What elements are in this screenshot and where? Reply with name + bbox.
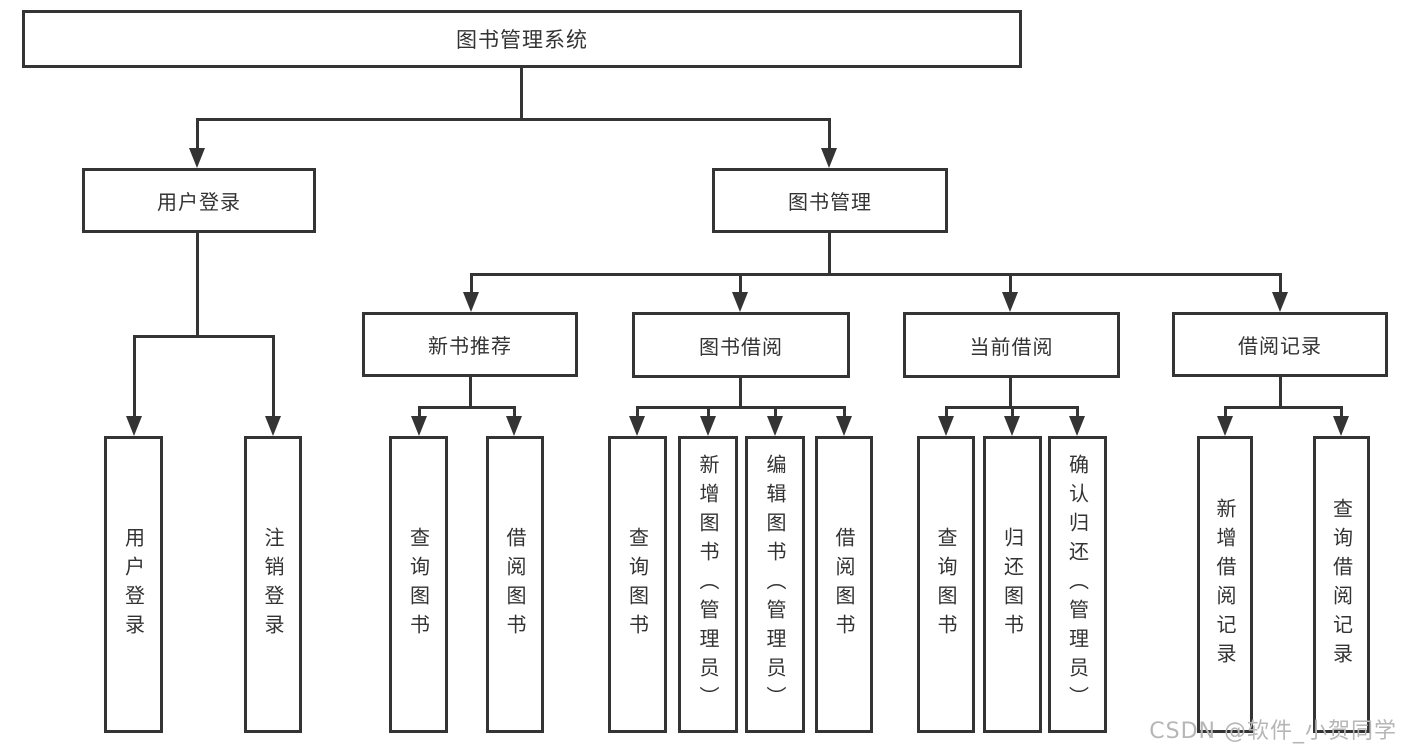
node-leaf-query-borrow-record: 查询借阅记录 [1313,436,1370,733]
connector-line [469,273,1282,276]
arrow-down-icon [1004,416,1020,436]
node-label: 归还图书 [1000,526,1025,643]
connector-line [635,406,639,420]
node-library-management-system: 图书管理系统 [22,10,1022,68]
node-label: 查询借阅记录 [1329,497,1354,672]
connector-line [1010,406,1014,420]
arrow-down-icon [506,416,522,436]
connector-line [773,406,777,420]
arrow-down-icon [1069,416,1085,436]
arrow-down-icon [411,416,427,436]
csdn-watermark: CSDN @软件_小贺同学 [1149,719,1397,744]
connector-line [1008,378,1012,406]
node-label: 借阅记录 [1238,334,1322,358]
node-borrowing-records: 借阅记录 [1172,312,1388,377]
connector-line [1008,273,1012,296]
connector-line [944,406,948,420]
node-leaf-add-borrow-record: 新增借阅记录 [1197,436,1253,733]
arrow-down-icon [767,416,783,436]
node-leaf-logout: 注销登录 [244,436,302,733]
node-label: 编辑图书（管理员） [763,454,787,715]
connector-line [512,406,516,420]
connector-line [132,335,136,420]
connector-line [635,406,846,409]
node-label: 当前借阅 [969,334,1054,359]
arrow-down-icon [463,292,479,312]
connector-line [706,406,710,420]
node-label: 新增图书（管理员） [696,454,720,715]
connector-line [1223,406,1343,409]
arrow-down-icon [265,416,281,436]
node-label: 用户登录 [157,190,241,214]
node-label: 查询图书 [406,526,431,643]
node-label: 查询图书 [934,526,958,643]
connector-line [738,273,742,296]
node-leaf-query-books-3: 查询图书 [917,436,975,733]
node-book-borrowing: 图书借阅 [632,312,850,378]
connector-line [469,273,473,296]
arrow-down-icon [732,292,748,312]
connector-line [842,406,846,420]
node-leaf-user-login: 用户登录 [104,436,163,733]
connector-line [1278,273,1282,296]
node-leaf-confirm-return-admin: 确认归还（管理员） [1048,436,1107,733]
node-leaf-borrow-books-2: 借阅图书 [815,436,873,733]
arrow-down-icon [629,416,645,436]
node-label: 新增借阅记录 [1213,497,1237,672]
connector-line [132,335,275,338]
arrow-down-icon [126,416,142,436]
connector-line [195,118,199,152]
connector-line [1339,406,1343,420]
arrow-down-icon [1272,292,1288,312]
node-label: 注销登录 [261,526,285,643]
arrow-down-icon [938,416,954,436]
connector-line [827,118,831,152]
connector-line [1223,406,1227,420]
arrow-down-icon [189,148,205,168]
node-label: 新书推荐 [428,334,512,358]
node-label: 图书管理系统 [456,28,588,52]
node-book-management: 图书管理 [712,168,948,233]
node-label: 图书管理 [788,190,872,214]
connector-line [195,118,831,121]
arrow-down-icon [836,416,852,436]
node-new-book-recommend: 新书推荐 [362,312,578,377]
arrow-down-icon [821,148,837,168]
node-current-borrowing: 当前借阅 [903,312,1120,378]
node-user-login-branch: 用户登录 [82,168,316,233]
arrow-down-icon [1002,292,1018,312]
arrow-down-icon [1217,416,1233,436]
arrow-down-icon [1333,416,1349,436]
node-label: 借阅图书 [503,526,527,643]
node-leaf-edit-books-admin: 编辑图书（管理员） [745,436,805,733]
node-label: 查询图书 [625,526,650,643]
node-leaf-add-books-admin: 新增图书（管理员） [678,436,738,733]
node-leaf-query-books-1: 查询图书 [389,436,448,733]
connector-line [1075,406,1079,420]
connector-line [195,233,199,335]
node-label: 图书借阅 [699,334,783,359]
connector-line [827,233,831,273]
node-leaf-query-books-2: 查询图书 [608,436,667,733]
connector-line [468,377,472,406]
arrow-down-icon [700,416,716,436]
connector-line [738,378,742,406]
connector-line [271,335,275,420]
connector-line [417,406,421,420]
connector-line [519,67,523,118]
node-label: 确认归还（管理员） [1065,454,1090,715]
node-leaf-return-books: 归还图书 [983,436,1042,733]
connector-line [1278,377,1282,406]
connector-line [417,406,516,409]
node-label: 用户登录 [121,526,146,643]
node-label: 借阅图书 [832,526,856,643]
node-leaf-borrow-books-1: 借阅图书 [486,436,544,733]
